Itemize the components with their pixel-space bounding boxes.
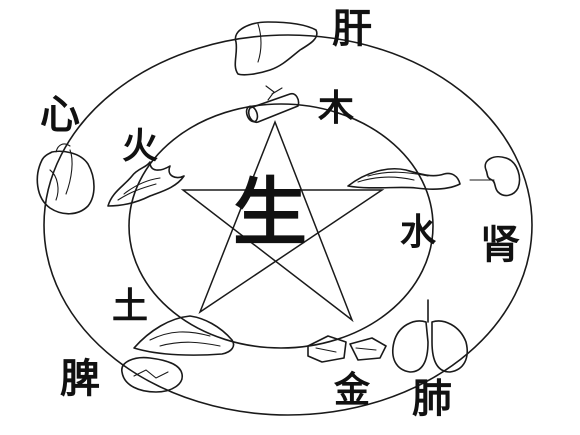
- lungs-icon: [392, 299, 468, 373]
- log-icon: [245, 85, 300, 124]
- center-label: 生: [233, 170, 307, 256]
- outer-cycle-circle: [43, 34, 533, 416]
- kidney-icon: [469, 155, 521, 197]
- organ-label-liver: 肝: [332, 5, 372, 52]
- inner-cycle-circle: [128, 103, 434, 349]
- element-label-wood: 木: [318, 87, 354, 129]
- soil-mound-icon: [133, 315, 235, 356]
- element-label-water: 水: [400, 211, 437, 253]
- pentagram-star: [180, 119, 385, 323]
- spleen-icon: [121, 356, 183, 393]
- organ-label-heart: 心: [40, 91, 80, 138]
- organ-label-kidney: 肾: [480, 221, 520, 268]
- water-wave-icon: [347, 167, 461, 190]
- flame-icon: [107, 161, 185, 207]
- heart-icon: [36, 143, 95, 215]
- organ-label-spleen: 脾: [60, 355, 100, 402]
- liver-icon: [234, 21, 318, 76]
- element-label-metal: 金: [333, 369, 371, 411]
- metal-ore-icon: [307, 335, 387, 363]
- element-label-earth: 土: [112, 285, 148, 327]
- organ-label-lung: 肺: [412, 375, 452, 422]
- element-label-fire: 火: [122, 125, 158, 167]
